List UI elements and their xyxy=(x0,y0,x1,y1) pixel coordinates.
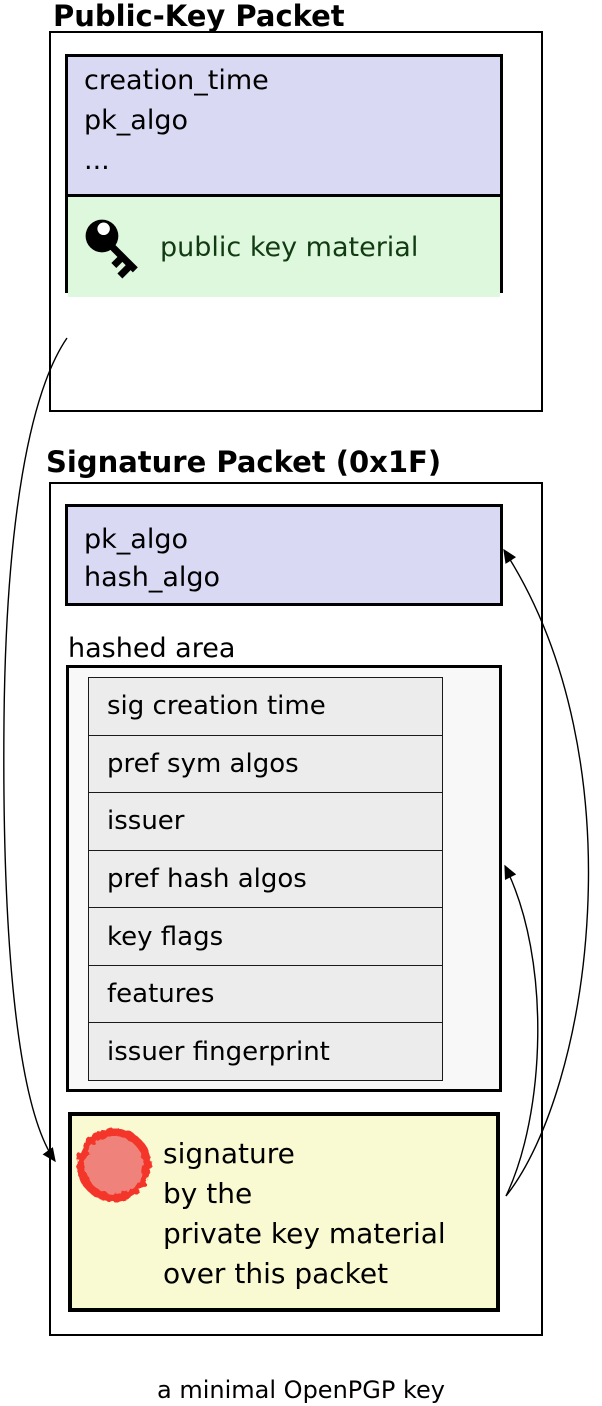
subpacket-issuer: issuer xyxy=(89,792,442,850)
subpacket-features: features xyxy=(89,964,442,1023)
signature-seal-icon xyxy=(72,1123,156,1207)
public-key-packet-title: Public-Key Packet xyxy=(53,0,345,33)
key-icon xyxy=(74,208,152,286)
hashed-area-label: hashed area xyxy=(68,633,236,664)
subpacket-sig-creation-time: sig creation time xyxy=(107,691,326,722)
signature-header-fields: pk_algo hash_algo xyxy=(65,504,503,606)
public-key-header-fields: creation_time pk_algo ... xyxy=(68,57,500,197)
public-key-material-section: public key material xyxy=(68,197,500,297)
public-key-packet-contents: creation_time pk_algo ... public key mat… xyxy=(65,54,503,297)
subpacket-key-flags: key flags xyxy=(89,907,442,965)
subpacket-pref-hash-algos: pref hash algos xyxy=(89,849,442,908)
subpacket-issuer-fingerprint: issuer fingerprint xyxy=(89,1022,442,1080)
signature-description: signature by the private key material ov… xyxy=(163,1137,446,1290)
subpacket-table: sig creation time pref sym algos issuer … xyxy=(88,677,443,1081)
diagram-caption: a minimal OpenPGP key xyxy=(157,1376,445,1404)
subpacket-pref-sym-algos: pref sym algos xyxy=(89,734,442,793)
public-key-material-label: public key material xyxy=(160,231,419,263)
signature-packet-title: Signature Packet (0x1F) xyxy=(46,445,442,479)
